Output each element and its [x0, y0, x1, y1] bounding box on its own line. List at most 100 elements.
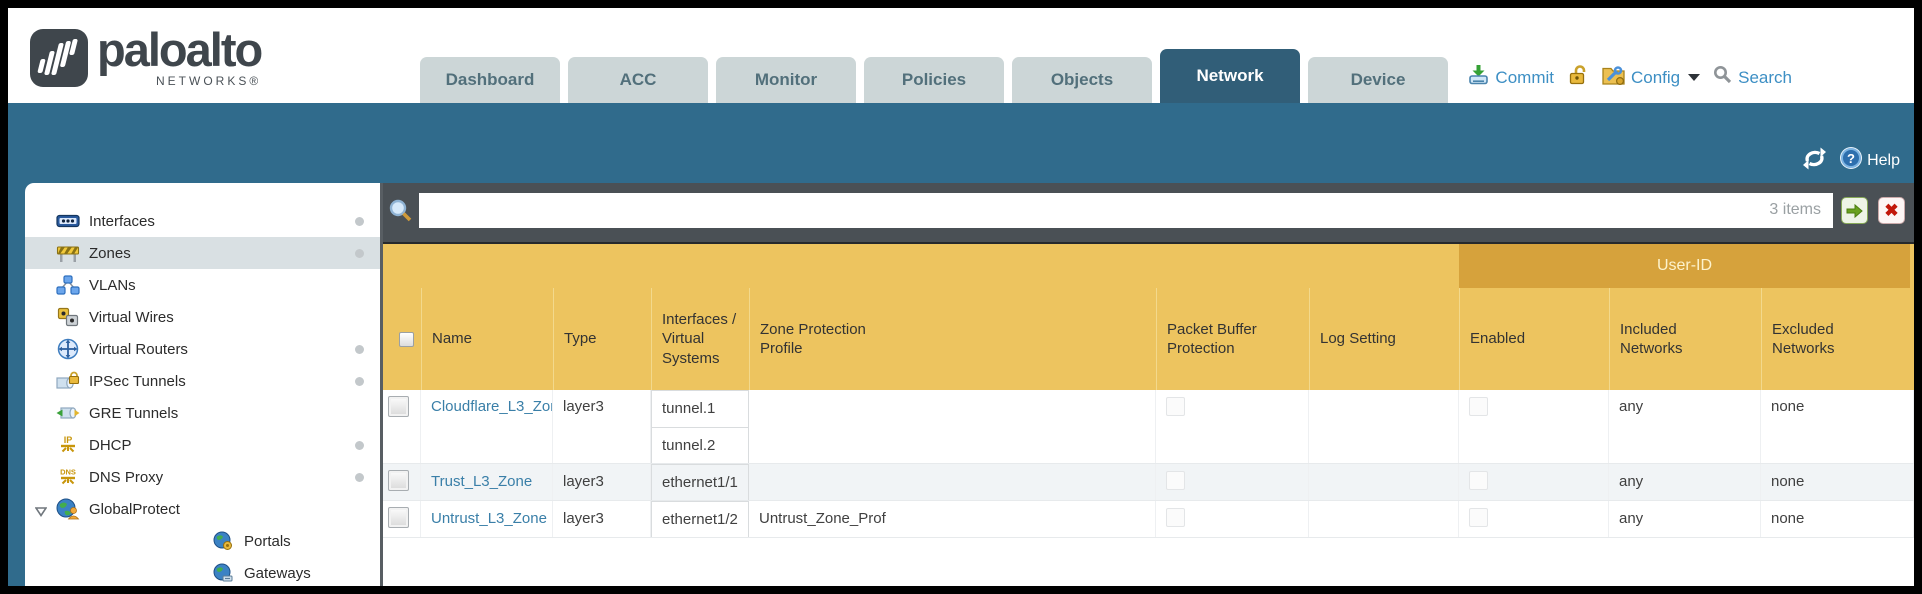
packet-buffer-checkbox[interactable]: [1166, 471, 1185, 490]
brand-subtitle: NETWORKS®: [156, 74, 262, 88]
table-body: Cloudflare_L3_Zone layer3 tunnel.1 tunne…: [383, 390, 1914, 538]
sidebar-item-interfaces[interactable]: Interfaces: [25, 205, 380, 237]
items-count: 3 items: [1769, 201, 1821, 218]
sidebar-item-label: GRE Tunnels: [89, 404, 179, 422]
row-select-cell: [383, 390, 421, 463]
zone-protection-profile-cell: [749, 464, 1156, 500]
top-actions: Commit Config: [1467, 64, 1792, 91]
zone-interfaces-cell: tunnel.1 tunnel.2: [651, 390, 749, 463]
col-header-packet-buffer-protection[interactable]: Packet Buffer Protection: [1156, 288, 1309, 390]
included-networks-cell: any: [1609, 501, 1761, 537]
row-checkbox[interactable]: [388, 396, 409, 417]
table-row: Cloudflare_L3_Zone layer3 tunnel.1 tunne…: [383, 390, 1914, 464]
filter-input[interactable]: [419, 193, 1833, 228]
logo-text: paloalto NETWORKS®: [97, 26, 263, 88]
col-header-zone-protection-profile[interactable]: Zone Protection Profile: [749, 288, 1156, 390]
dhcp-icon: IP: [55, 434, 81, 456]
status-dot: [355, 473, 364, 482]
header-group-row: User-ID: [383, 244, 1914, 288]
sidebar-item-vlans[interactable]: VLANs: [25, 269, 380, 301]
user-id-enabled-checkbox[interactable]: [1469, 508, 1488, 527]
user-id-enabled-cell: [1459, 464, 1609, 500]
select-all-cell: [383, 288, 421, 390]
zone-protection-profile-cell: [749, 390, 1156, 463]
clear-filter-button[interactable]: ✖: [1878, 197, 1905, 224]
help-link[interactable]: ? Help: [1839, 146, 1900, 175]
table-row: Untrust_L3_Zone layer3 ethernet1/2 Untru…: [383, 501, 1914, 538]
sidebar-item-label: Virtual Routers: [89, 340, 188, 358]
user-id-enabled-checkbox[interactable]: [1469, 397, 1488, 416]
content-area: Interfaces Zones: [8, 183, 1914, 586]
user-id-enabled-checkbox[interactable]: [1469, 471, 1488, 490]
sidebar-item-virtual-routers[interactable]: Virtual Routers: [25, 333, 380, 365]
col-header-excluded-networks[interactable]: Excluded Networks: [1761, 288, 1914, 390]
zone-name-link[interactable]: Trust_L3_Zone: [431, 473, 533, 490]
sidebar-item-virtual-wires[interactable]: Virtual Wires: [25, 301, 380, 333]
main-tabs: Dashboard ACC Monitor Policies Objects N…: [420, 49, 1448, 103]
sidebar-item-zones[interactable]: Zones: [25, 237, 380, 269]
packet-buffer-checkbox[interactable]: [1166, 508, 1185, 527]
table-row: Trust_L3_Zone layer3 ethernet1/1 any non…: [383, 464, 1914, 501]
packet-buffer-protection-cell: [1156, 501, 1309, 537]
interface-entry: ethernet1/1: [651, 464, 749, 500]
row-checkbox[interactable]: [388, 507, 409, 528]
sidebar-item-portals[interactable]: Portals: [25, 525, 380, 557]
log-setting-cell: [1309, 501, 1459, 537]
sidebar-item-gateways[interactable]: Gateways: [25, 557, 380, 586]
commit-button[interactable]: Commit: [1467, 64, 1554, 91]
tab-device[interactable]: Device: [1308, 57, 1448, 103]
filter-search-icon[interactable]: [388, 198, 415, 230]
col-header-log-setting[interactable]: Log Setting: [1309, 288, 1459, 390]
zone-name-cell: Trust_L3_Zone: [421, 464, 553, 500]
filter-bar: 3 items ✖: [383, 183, 1914, 242]
col-header-interfaces[interactable]: Interfaces / Virtual Systems: [651, 288, 749, 390]
tab-policies[interactable]: Policies: [864, 57, 1004, 103]
virtual-routers-icon: [55, 338, 81, 360]
sidebar-item-label: Interfaces: [89, 212, 155, 230]
col-header-included-networks[interactable]: Included Networks: [1609, 288, 1761, 390]
tab-network[interactable]: Network: [1160, 49, 1300, 103]
zone-name-link[interactable]: Untrust_L3_Zone: [431, 510, 547, 527]
config-menu[interactable]: Config: [1601, 64, 1701, 91]
help-label: Help: [1867, 151, 1900, 169]
panos-app-window: paloalto NETWORKS® Dashboard ACC Monitor…: [8, 8, 1914, 586]
col-header-name[interactable]: Name: [421, 288, 553, 390]
gateways-icon: [210, 562, 236, 584]
tab-dashboard[interactable]: Dashboard: [420, 57, 560, 103]
row-checkbox[interactable]: [388, 470, 409, 491]
user-id-group-header: User-ID: [1459, 244, 1910, 288]
lock-icon[interactable]: [1567, 64, 1588, 91]
sidebar-list: Interfaces Zones: [25, 183, 380, 586]
help-icon: ?: [1839, 146, 1863, 175]
zone-type-cell: layer3: [553, 464, 651, 500]
col-header-type[interactable]: Type: [553, 288, 651, 390]
tab-objects[interactable]: Objects: [1012, 57, 1152, 103]
included-networks-cell: any: [1609, 390, 1761, 463]
sidebar-item-globalprotect[interactable]: GlobalProtect: [25, 493, 380, 525]
search-action[interactable]: Search: [1713, 65, 1792, 90]
commit-icon: [1467, 64, 1490, 91]
teal-band: ? Help: [8, 103, 1914, 183]
user-id-enabled-cell: [1459, 501, 1609, 537]
tab-acc[interactable]: ACC: [568, 57, 708, 103]
sidebar-item-gre-tunnels[interactable]: GRE Tunnels: [25, 397, 380, 429]
commit-label: Commit: [1495, 67, 1554, 87]
apply-filter-button[interactable]: [1841, 197, 1868, 224]
log-setting-cell: [1309, 390, 1459, 463]
refresh-icon[interactable]: [1802, 147, 1827, 175]
status-dot: [355, 217, 364, 226]
expand-triangle-icon[interactable]: [34, 504, 48, 521]
zone-name-link[interactable]: Cloudflare_L3_Zone: [431, 398, 552, 415]
select-all-checkbox[interactable]: [399, 331, 414, 347]
chevron-down-icon: [1688, 74, 1701, 81]
sidebar-item-ipsec-tunnels[interactable]: IPSec Tunnels: [25, 365, 380, 397]
ipsec-tunnels-icon: [55, 370, 81, 392]
sidebar-item-dhcp[interactable]: IP DHCP: [25, 429, 380, 461]
sidebar-item-dns-proxy[interactable]: DNS DNS Proxy: [25, 461, 380, 493]
tab-monitor[interactable]: Monitor: [716, 57, 856, 103]
log-setting-cell: [1309, 464, 1459, 500]
band-utilities: ? Help: [1802, 146, 1900, 175]
col-header-enabled[interactable]: Enabled: [1459, 288, 1609, 390]
packet-buffer-checkbox[interactable]: [1166, 397, 1185, 416]
vlans-icon: [55, 274, 81, 296]
